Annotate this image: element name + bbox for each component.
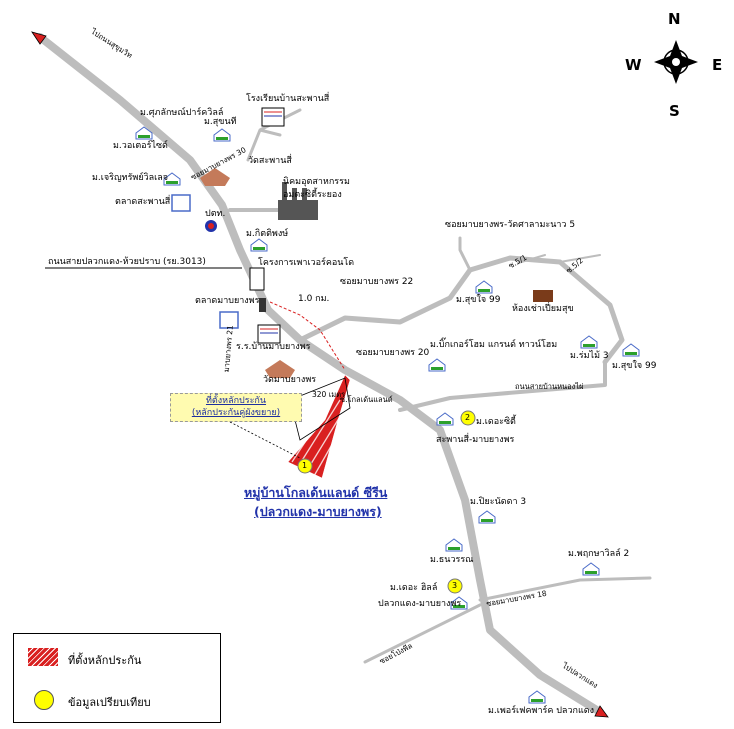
house-icon <box>478 510 496 524</box>
temple-icon <box>200 168 230 186</box>
label-market-saphan: ตลาดสะพานสี่ <box>115 197 171 207</box>
label-m-romai: ม.ร่มไม้ 3 <box>570 351 609 361</box>
house-icon <box>580 335 598 349</box>
label-market-mab: ตลาดมาบยางพร <box>195 296 260 306</box>
label-industrial: นิคมอุตสาหกรรม อมตะซิตี้ระยอง <box>283 177 350 200</box>
house-icon <box>445 538 463 552</box>
label-road3013: ถนนสายปลวกแดง-ห้วยปราบ (รย.3013) <box>48 257 206 267</box>
label-dist: 1.0 กม. <box>298 294 330 304</box>
compass-e: E <box>712 56 723 74</box>
marker-2-label: 2 <box>465 413 471 422</box>
market-icon-2 <box>219 311 239 329</box>
marker-3 <box>447 578 463 594</box>
label-soi-site: ซ.โกลเด้นแลนด์ <box>340 395 393 404</box>
project-subtitle: (ปลวกแดง-มาบยางพร) <box>254 504 382 519</box>
label-m-bigger: ม.บิ๊กเกอร์โฮม แกรนด์ ทาวน์โฮม <box>430 340 558 350</box>
road-nongfaeb <box>398 360 607 412</box>
house-icon <box>450 596 468 610</box>
marker-3-label: 3 <box>452 581 458 590</box>
adjacent-block <box>289 377 351 441</box>
house-icon <box>213 128 231 142</box>
label-m-city: ม.เดอะซิตี้ <box>476 417 516 427</box>
label-rental: ห้องเช่าเปี่ยมสุข <box>512 304 574 314</box>
arrow-top <box>31 31 47 45</box>
arrow-bottom <box>594 705 609 718</box>
compass-n: N <box>668 10 681 28</box>
label-m-heritage: ม.เดอะ ฮิลล์ <box>390 583 438 593</box>
label-soi20: ซอยมาบยางพร 20 <box>356 348 430 358</box>
marker-2 <box>460 410 476 426</box>
school-icon-2 <box>257 324 281 344</box>
temple-icon-2 <box>265 360 295 378</box>
label-dim: 320 เมตร <box>312 390 346 399</box>
compass-s: S <box>669 102 680 120</box>
road-school <box>246 108 302 162</box>
label-m-jaroen: ม.เจริญทรัพย์วิลเลจ <box>92 173 169 183</box>
house-icon <box>436 412 454 426</box>
industrial-building-icon <box>278 182 318 220</box>
house-icon <box>428 358 446 372</box>
distance-line <box>269 301 346 371</box>
label-school: โรงเรียนบ้านสะพานสี่ <box>246 94 330 104</box>
house-icon <box>250 238 268 252</box>
label-m-suknati: ม.สุขนที <box>204 117 237 127</box>
site-parcel <box>288 375 350 478</box>
label-m-poonsab: ม.ปิยะนัดดา 3 <box>470 497 527 507</box>
house-icon <box>582 562 600 576</box>
house-icon <box>528 690 546 704</box>
road-soi-wang <box>363 603 482 664</box>
legend: ที่ตั้งหลักประกัน ข้อมูลเปรียบเทียบ <box>13 633 221 723</box>
compass-rose <box>654 40 698 84</box>
label-wat-mab: วัดมาบยางพร <box>263 375 317 385</box>
label-soi22: ซอยมาบยางพร 22 <box>340 277 414 287</box>
house-icon <box>163 172 181 186</box>
label-m-sukhlakphan: ม.ศุภลักษณ์ปาร์ควิลล์ <box>140 108 224 118</box>
label-condo: โครงการเพาเวอร์คอนโด <box>258 258 355 268</box>
label-m-sukjai99: ม.สุขใจ 99 <box>456 295 501 305</box>
label-m-city2: สะพานสี่-มาบยางพร <box>436 435 515 445</box>
road-soi22 <box>297 255 625 365</box>
site-callout: ที่ตั้งหลักประกัน (หลักประกันคู่ผังขยาย) <box>170 393 302 423</box>
label-road-nongfaeb: ถนนสายบ้านหนองไผ่ <box>515 382 584 391</box>
label-wat-saphan: วัดสะพานสี่ <box>248 156 292 166</box>
label-m-phetcharat: ม.พฤกษาวิลล์ 2 <box>568 549 630 559</box>
label-ptt: ปตท. <box>205 209 226 219</box>
label-m-heritage2: ปลวกแดง-มาบยางพร <box>378 599 462 609</box>
rental-icon <box>533 290 553 302</box>
road-soi5 <box>458 236 472 272</box>
label-soi5: ซอยมาบยางพร-วัดศาลามะนาว 5 <box>445 220 576 230</box>
callout-line1: ที่ตั้งหลักประกัน <box>205 396 267 406</box>
house-icon <box>622 343 640 357</box>
condo-icon <box>249 267 265 291</box>
label-m-water: ม.วอเตอร์ไซด์ <box>113 141 168 151</box>
market-icon <box>171 194 191 212</box>
label-m-sukjai99b: ม.สุขใจ 99 <box>612 361 657 371</box>
legend-comparable-label: ข้อมูลเปรียบเทียบ <box>68 696 151 709</box>
legend-site-swatch <box>28 648 58 666</box>
traffic-light-icon <box>259 298 266 312</box>
compass-w: W <box>625 56 642 74</box>
project-title: หมู่บ้านโกลเด้นแลนด์ ซีรีน <box>244 485 388 500</box>
label-m-kitpong: ม.กิตติพงษ์ <box>246 229 289 239</box>
callout-line2: (หลักประกันคู่ผังขยาย) <box>191 407 281 418</box>
marker-1 <box>297 458 313 474</box>
legend-comparable-swatch <box>34 690 54 710</box>
road-soi18 <box>478 576 652 602</box>
school-icon <box>261 107 285 127</box>
legend-site-label: ที่ตั้งหลักประกัน <box>68 654 142 667</box>
label-m-bottom: ม.เพอร์เฟคพาร์ค ปลวกแดง <box>488 706 594 716</box>
main-road <box>36 33 604 716</box>
marker-1-label: 1 <box>302 461 308 470</box>
house-icon <box>135 126 153 140</box>
label-school-mab: ร.ร.บ้านมาบยางพร <box>236 342 311 352</box>
house-icon <box>475 280 493 294</box>
label-m-thanawan: ม.ธนวรรณ <box>430 555 474 565</box>
